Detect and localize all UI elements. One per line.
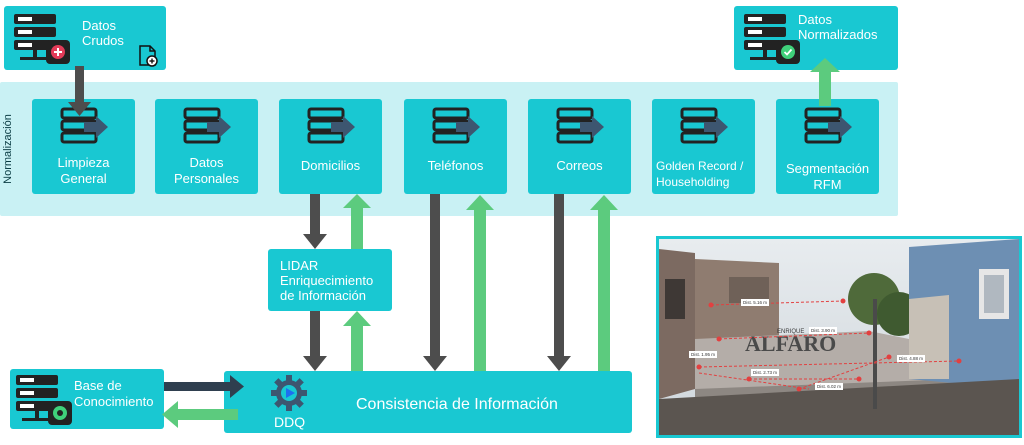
stage-datos-personales[interactable]: Datos Personales [155,99,258,194]
database-export-icon [432,107,480,144]
consistency-box[interactable]: DDQ Consistencia de Información [224,371,632,433]
normalized-data-box[interactable]: Datos Normalizados [734,6,898,70]
gear-play-icon [271,375,307,411]
lidar-line2: Enriquecimiento [280,273,374,288]
lidar-box[interactable]: LIDAR Enriquecimiento de Información [268,249,392,311]
database-export-icon [804,107,852,144]
stage-limpieza-general[interactable]: Limpieza General [32,99,135,194]
arrow-lidar-to-domicilios [343,194,371,249]
measure-label-4: Dist. 2.73 m [753,370,777,375]
stage-telefonos[interactable]: Teléfonos [404,99,507,194]
measure-label-3: Dist. 4.88 m [899,356,923,361]
knowledge-base-box[interactable]: Base de Conocimiento [10,369,164,429]
lidar-line1: LIDAR [280,258,319,273]
ddq-label: DDQ [274,414,306,430]
database-export-icon [680,107,728,144]
raw-data-line2: Crudos [82,33,124,48]
arrow-raw-to-limpieza [68,66,91,116]
stage-label-line1: Segmentación [785,161,870,176]
stage-label-line2: RFM [813,177,842,192]
arrow-consistency-to-lidar [343,311,371,371]
photo-sign-small: ENRIQUE [777,329,804,335]
database-export-icon [183,107,231,144]
stage-segmentacion-rfm[interactable]: Segmentación RFM [776,99,879,194]
arrow-lidar-to-consistency [303,311,327,371]
database-export-icon [307,107,355,144]
stage-label-line1: Correos [556,158,603,173]
knowledge-base-line1: Base de [74,378,122,393]
arrow-kb-to-consistency [164,375,244,398]
consistency-title: Consistencia de Información [356,396,558,413]
arrow-rfm-to-normalized [810,58,840,106]
normalized-data-line1: Datos [798,12,832,27]
stage-label-line1: Limpieza [57,155,110,170]
measure-label-1: Dist. 5.16 m [743,300,767,305]
street-scene-image: ENRIQUE ALFARO Dist. 5.16 m Dist. 3.90 m… [659,239,1019,435]
measure-label-6: Dist. 1.95 m [691,352,715,357]
stage-label-line2: Householding [656,175,730,189]
raw-data-line1: Datos [82,18,116,33]
stage-correos[interactable]: Correos [528,99,631,194]
lidar-street-photo: ENRIQUE ALFARO Dist. 5.16 m Dist. 3.90 m… [656,236,1022,438]
add-file-icon [139,45,158,67]
stage-label-line2: General [60,171,107,186]
arrow-domicilios-to-lidar [303,194,327,249]
stage-label-line1: Golden Record / [656,159,744,173]
stage-label-line1: Domicilios [300,158,361,173]
normalized-data-line2: Normalizados [798,27,878,42]
stage-label-line1: Datos [189,155,224,170]
measure-label-5: Dist. 6.02 m [817,384,841,389]
arrow-telefonos-to-consistency [423,194,447,371]
knowledge-base-line2: Conocimiento [74,394,154,409]
database-export-icon [556,107,604,144]
stage-golden-record[interactable]: Golden Record / Householding [652,99,755,194]
server-settings-icon [16,375,72,425]
stage-domicilios[interactable]: Domicilios [279,99,382,194]
stage-label-line2: Personales [173,171,240,186]
arrow-correos-to-consistency [547,194,571,371]
stage-label-line1: Teléfonos [427,158,484,173]
lidar-line3: de Información [280,288,366,303]
server-add-icon [14,14,70,64]
arrow-consistency-to-telefonos [466,195,494,371]
photo-sign: ALFARO [745,331,836,356]
server-check-icon [744,14,800,64]
arrow-consistency-to-kb [162,401,238,428]
measure-label-2: Dist. 3.90 m [811,328,835,333]
arrow-consistency-to-correos [590,195,618,371]
raw-data-box[interactable]: Datos Crudos [4,6,166,70]
